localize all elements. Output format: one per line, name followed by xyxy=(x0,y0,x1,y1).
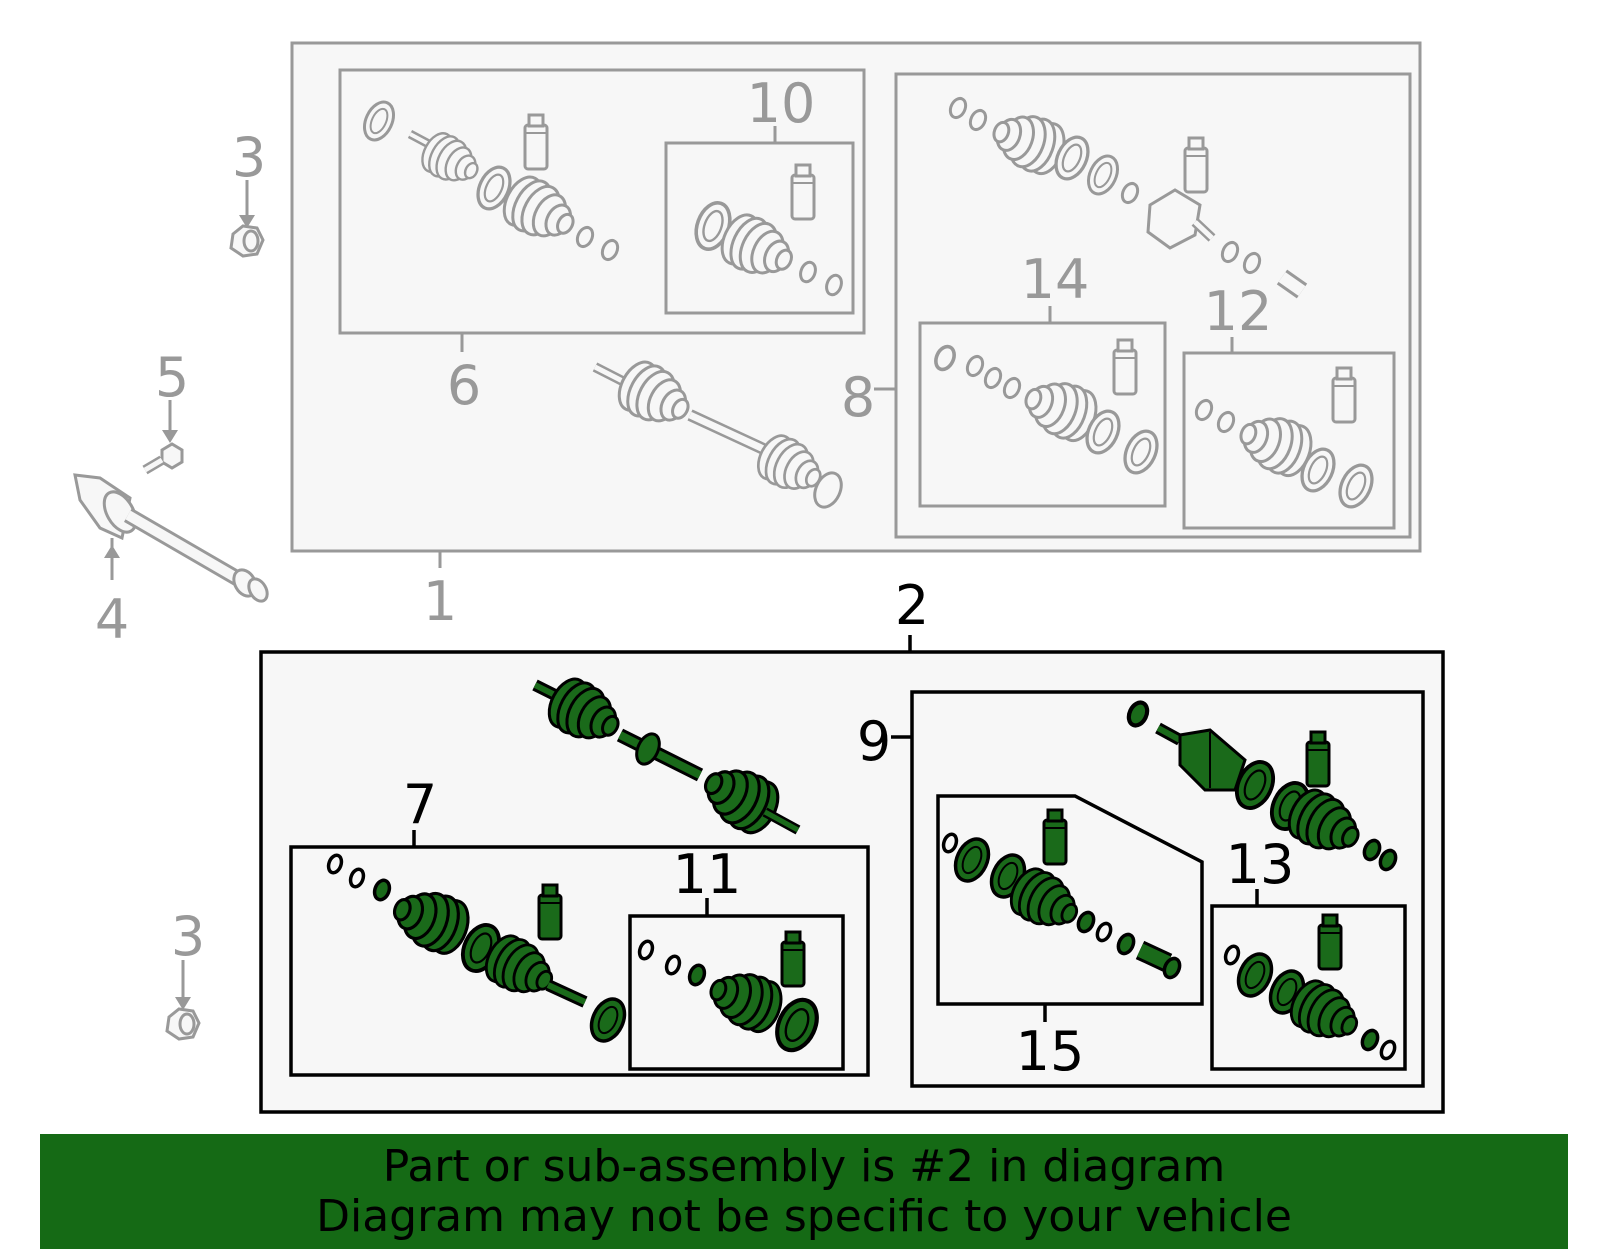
callout-13: 13 xyxy=(1226,833,1295,896)
grease-tube-icon xyxy=(537,883,563,941)
info-banner: Part or sub-assembly is #2 in diagram Di… xyxy=(40,1134,1568,1249)
sub-assembly-11-box xyxy=(628,898,845,1071)
sub-assembly-13-box xyxy=(1210,889,1407,1071)
banner-line-1: Part or sub-assembly is #2 in diagram xyxy=(382,1141,1226,1192)
sub-assembly-15-box xyxy=(936,794,1204,1022)
nut-part-3-upper xyxy=(229,180,265,258)
banner-line-2: Diagram may not be specific to your vehi… xyxy=(316,1191,1292,1242)
callout-14: 14 xyxy=(1021,248,1090,311)
grease-tube-icon xyxy=(1305,730,1331,788)
sub-assembly-12-box xyxy=(1182,351,1396,530)
callout-2: 2 xyxy=(895,574,929,637)
callout-7: 7 xyxy=(403,773,437,836)
callout-3-upper: 3 xyxy=(232,126,266,189)
grease-tube-icon xyxy=(1042,808,1068,866)
grease-tube-icon xyxy=(1331,366,1357,424)
grease-tube-icon xyxy=(523,113,549,171)
grease-tube-icon xyxy=(1183,136,1209,194)
bolt-icon xyxy=(1135,940,1185,982)
axle-shaft-highlight-icon xyxy=(532,670,801,842)
axle-shaft-icon xyxy=(592,353,843,509)
callout-5: 5 xyxy=(155,346,189,409)
tripod-housing-icon xyxy=(1146,188,1216,250)
callout-6: 6 xyxy=(447,354,481,417)
callout-10: 10 xyxy=(747,72,816,135)
callout-1: 1 xyxy=(423,570,457,633)
grease-tube-icon xyxy=(1112,338,1138,396)
callout-15: 15 xyxy=(1016,1020,1085,1083)
callout-11: 11 xyxy=(673,843,742,906)
callout-3-lower: 3 xyxy=(171,905,205,968)
grease-tube-icon xyxy=(790,163,816,221)
intermediate-shaft-part-4 xyxy=(73,473,269,603)
callout-9: 9 xyxy=(857,710,891,773)
nut-part-3-lower xyxy=(165,960,201,1041)
callout-4: 4 xyxy=(95,588,129,651)
callout-12: 12 xyxy=(1204,280,1273,343)
grease-tube-icon xyxy=(1317,913,1343,971)
callout-8: 8 xyxy=(841,366,875,429)
sub-assembly-14-box xyxy=(918,321,1167,508)
outer-joint-icon xyxy=(477,927,588,1008)
sub-assembly-10-box xyxy=(664,126,855,315)
grease-tube-icon xyxy=(780,930,806,988)
inner-joint-icon xyxy=(407,126,488,194)
bolt-part-5 xyxy=(142,400,184,475)
bolt-icon xyxy=(1276,269,1308,299)
